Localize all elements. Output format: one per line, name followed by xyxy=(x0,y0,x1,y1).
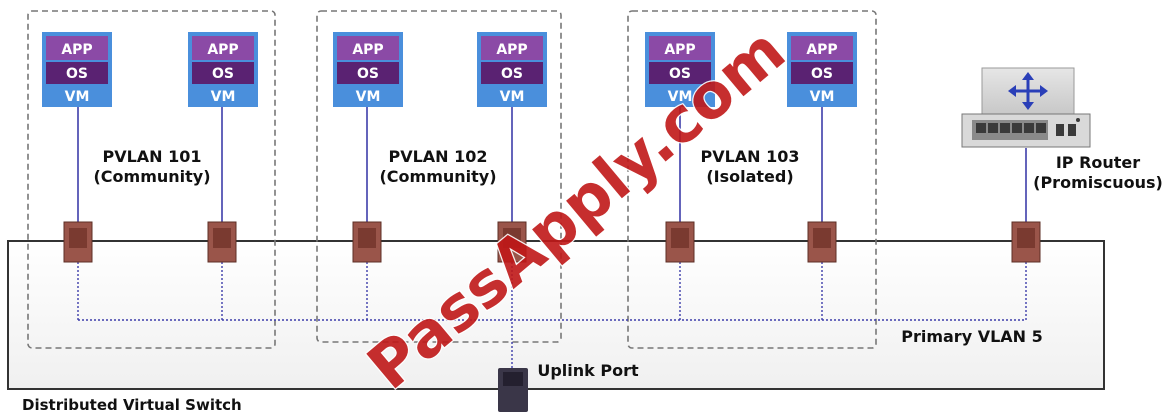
pvlan-102-name: PVLAN 102 xyxy=(388,147,487,166)
app-label: APP xyxy=(352,42,383,58)
pvlan-102-box xyxy=(316,10,562,343)
app-label: APP xyxy=(806,42,837,58)
uplink-port-icon xyxy=(498,368,528,412)
vm-label: VM xyxy=(211,89,236,105)
uplink-port-label: Uplink Port xyxy=(537,361,639,380)
vm-5: APP OS VM xyxy=(645,32,715,107)
pvlan-103-name: PVLAN 103 xyxy=(700,147,799,166)
app-label: APP xyxy=(664,42,695,58)
os-label: OS xyxy=(811,66,833,82)
app-label: APP xyxy=(496,42,527,58)
vm-2: APP OS VM xyxy=(188,32,258,107)
vm-3: APP OS VM xyxy=(333,32,403,107)
router-icon xyxy=(961,67,1091,148)
vm-4: APP OS VM xyxy=(477,32,547,107)
vm-6: APP OS VM xyxy=(787,32,857,107)
vm-label: VM xyxy=(668,89,693,105)
switch-ports xyxy=(63,221,1041,263)
vm-label: VM xyxy=(65,89,90,105)
pvlan-101-name: PVLAN 101 xyxy=(102,147,201,166)
switch-label: Distributed Virtual Switch xyxy=(22,396,242,414)
vm-label: VM xyxy=(500,89,525,105)
pvlan-102-type: (Community) xyxy=(379,167,496,186)
router-mode: (Promiscuous) xyxy=(1033,173,1163,192)
primary-vlan-label: Primary VLAN 5 xyxy=(901,327,1043,346)
app-label: APP xyxy=(61,42,92,58)
distributed-switch-body xyxy=(7,240,1105,390)
pvlan-103-box xyxy=(627,10,877,349)
vm-label: VM xyxy=(810,89,835,105)
os-label: OS xyxy=(669,66,691,82)
pvlan-101-type: (Community) xyxy=(93,167,210,186)
os-label: OS xyxy=(212,66,234,82)
os-label: OS xyxy=(357,66,379,82)
app-label: APP xyxy=(207,42,238,58)
os-label: OS xyxy=(66,66,88,82)
pvlan-103-type: (Isolated) xyxy=(706,167,793,186)
vm-1: APP OS VM xyxy=(42,32,112,107)
router-name: IP Router xyxy=(1056,153,1140,172)
vm-label: VM xyxy=(356,89,381,105)
connection-lines xyxy=(77,106,1027,368)
os-label: OS xyxy=(501,66,523,82)
